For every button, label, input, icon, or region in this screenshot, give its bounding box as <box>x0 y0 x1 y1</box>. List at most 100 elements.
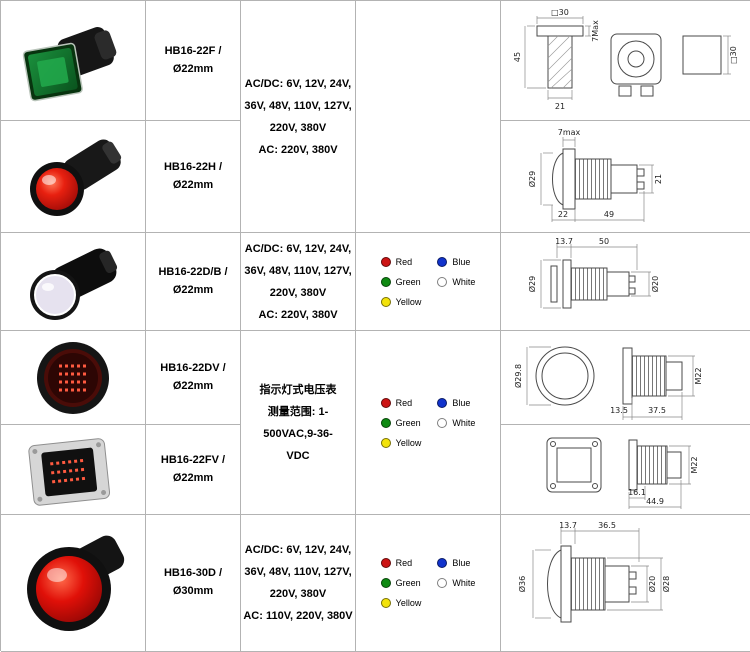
dim-lines <box>526 346 695 420</box>
tech-drawing-hb16-30d: 13.7 36.5 Ø36 Ø20 Ø28 <box>501 515 750 652</box>
spec-line: AC: 220V, 380V <box>258 143 338 156</box>
green-swatch <box>380 276 391 287</box>
model-label: HB16-22DV / <box>160 361 226 374</box>
color-legend: Red Green Yellow Blue White <box>380 397 475 448</box>
color-label: Blue <box>452 397 471 408</box>
product-photo-hb16-22dv <box>1 331 146 425</box>
dimension-label: Ø29.8 <box>513 363 523 387</box>
color-label: Red <box>395 558 413 568</box>
button-face <box>22 42 83 101</box>
dimension-label: 16.1 <box>628 488 646 497</box>
color-label: Yellow <box>395 437 422 448</box>
spec-line: 220V, 380V <box>269 588 327 600</box>
lens-highlight <box>47 568 67 582</box>
led-digits <box>59 364 89 391</box>
dimension-label: 22 <box>557 210 567 219</box>
drawing-22h: 7max Ø29 21 22 49 <box>527 128 663 222</box>
red-swatch <box>380 397 391 408</box>
model-hb16-22dv: HB16-22DV / Ø22mm <box>146 331 241 425</box>
red-lens <box>36 167 78 210</box>
spec-line: 测量范围: 1-500VAC,9-36- <box>263 405 333 440</box>
voltage-spec-row-3: AC/DC: 6V, 12V, 24V, 36V, 48V, 110V, 127… <box>241 233 356 331</box>
color-legend: Red Green Yellow Blue White <box>380 256 476 307</box>
color-label: Red <box>395 256 413 267</box>
drawing-22dv: Ø29.8 M22 13.5 37.5 <box>513 346 703 420</box>
section-hatch <box>547 35 572 88</box>
tech-drawing-hb16-22f: □30 45 7Max 21 □30 <box>501 1 750 121</box>
model-hb16-22h: HB16-22H / Ø22mm <box>146 121 241 233</box>
blue-swatch <box>437 558 448 568</box>
color-options-row-3: Red Green Yellow Blue White <box>356 233 501 331</box>
dimension-label: Ø36 <box>517 576 527 592</box>
color-label: White <box>452 276 476 287</box>
dimension-label: 44.9 <box>646 497 664 506</box>
dimension-label: 21 <box>554 102 564 111</box>
red-indicator-image <box>30 138 122 216</box>
red-swatch <box>380 558 391 568</box>
color-option-white: White <box>437 417 475 428</box>
color-label: Green <box>395 578 421 588</box>
dimension-label: M22 <box>690 456 699 473</box>
green-square-button-image <box>22 26 117 101</box>
color-options-row-6: Red Green Yellow Blue White <box>356 515 501 652</box>
spec-line: 220V, 380V <box>269 286 327 299</box>
color-options-rows-4-5: Red Green Yellow Blue White <box>356 331 501 515</box>
dimension-label: 7max <box>557 128 580 137</box>
dimension-label: 36.5 <box>598 521 616 530</box>
product-photo-hb16-30d <box>1 515 146 652</box>
voltage-spec-row-6: AC/DC: 6V, 12V, 24V, 36V, 48V, 110V, 127… <box>241 515 356 652</box>
dimension-label: Ø20 <box>650 275 660 291</box>
color-option-white: White <box>437 276 476 287</box>
color-label: Yellow <box>395 296 422 307</box>
tech-drawing-hb16-22fv: M22 16.1 44.9 <box>501 425 750 515</box>
meter-body <box>28 437 111 506</box>
green-swatch <box>380 417 391 428</box>
model-label: Ø22mm <box>172 471 214 484</box>
white-swatch <box>437 578 448 588</box>
red-lens <box>36 556 102 622</box>
dim-lines <box>540 243 651 308</box>
model-label: Ø22mm <box>172 379 214 392</box>
color-label: Blue <box>452 558 471 568</box>
color-label: Blue <box>452 256 471 267</box>
spec-line: AC: 110V, 220V, 380V <box>243 610 353 622</box>
square-voltmeter-image <box>28 437 111 506</box>
dimension-label: 50 <box>598 237 608 246</box>
color-legend: Red Green Yellow Blue White <box>380 558 475 608</box>
model-label: Ø22mm <box>172 283 214 296</box>
dimension-label: Ø20 <box>647 576 657 592</box>
dimension-label: Ø29 <box>527 170 537 186</box>
green-swatch <box>380 578 391 588</box>
white-swatch <box>437 417 448 428</box>
white-swatch <box>437 276 448 287</box>
model-hb16-22d: HB16-22D/B / Ø22mm <box>146 233 241 331</box>
tech-drawing-hb16-22h: 7max Ø29 21 22 49 <box>501 121 750 233</box>
product-photo-hb16-22fv <box>1 425 146 515</box>
model-label: HB16-22F / Ø22mm <box>164 44 222 75</box>
dimension-label: □30 <box>729 46 738 64</box>
product-photo-hb16-22d <box>1 233 146 331</box>
color-option-blue: Blue <box>437 397 475 408</box>
spec-line: AC/DC: 6V, 12V, 24V, <box>244 77 352 90</box>
dimension-label: □30 <box>551 8 569 17</box>
drawing-22f: □30 45 7Max 21 □30 <box>513 8 738 111</box>
color-option-yellow: Yellow <box>380 598 421 608</box>
dim-lines <box>532 528 663 619</box>
model-label: HB16-30D / <box>163 567 223 580</box>
spec-line: AC/DC: 6V, 12V, 24V, <box>244 242 352 255</box>
color-option-blue: Blue <box>437 558 475 568</box>
model-label: HB16-22D/B / <box>158 265 228 278</box>
tech-drawing-hb16-22dv: Ø29.8 M22 13.5 37.5 <box>501 331 750 425</box>
lens-highlight <box>42 282 54 291</box>
blue-swatch <box>437 256 448 267</box>
dimension-label: 7Max <box>591 19 600 41</box>
spec-line: 36V, 48V, 110V, 127V, <box>244 264 352 277</box>
color-label: Green <box>395 417 421 428</box>
color-option-green: Green <box>380 417 422 428</box>
dimension-label: Ø29 <box>527 275 537 291</box>
color-option-green: Green <box>380 578 422 588</box>
spec-line: 指示灯式电压表 <box>259 383 337 396</box>
color-option-red: Red <box>380 558 422 568</box>
color-option-yellow: Yellow <box>380 437 422 448</box>
